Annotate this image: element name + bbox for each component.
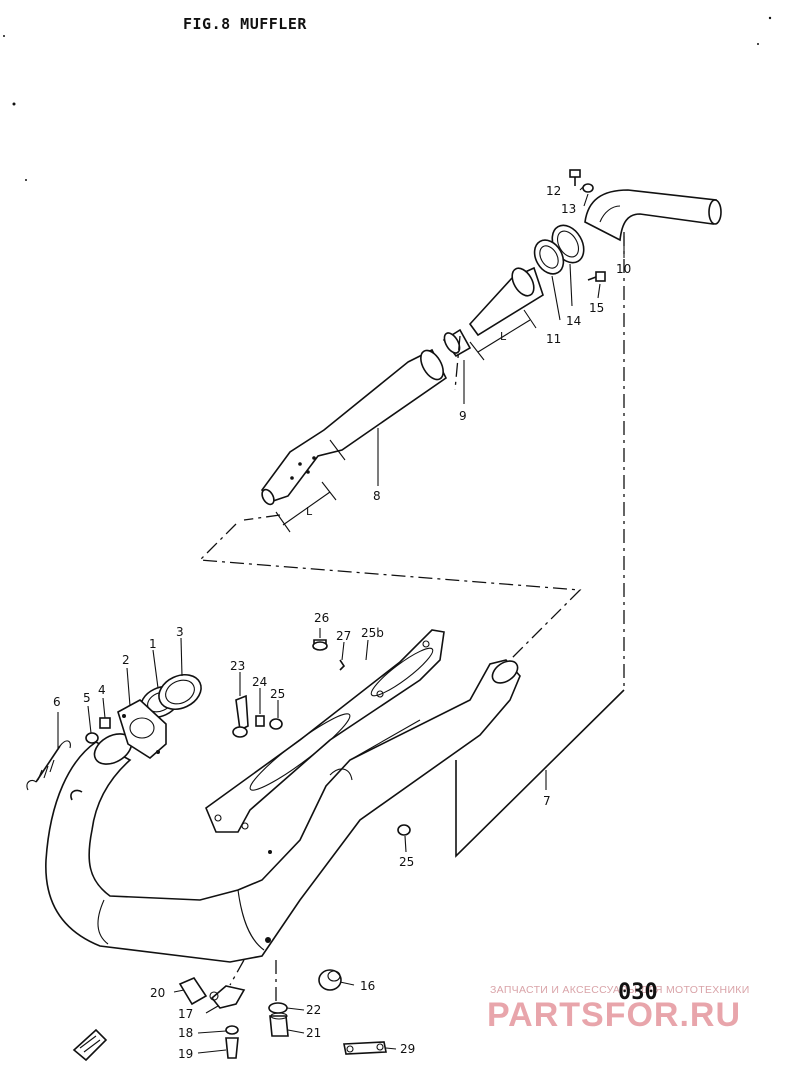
nut-24[interactable]: [255, 715, 265, 727]
cap-16[interactable]: [318, 969, 342, 991]
part-label-25-upper[interactable]: 25: [270, 687, 285, 701]
part-label-18[interactable]: 18: [178, 1026, 193, 1040]
part-label-9[interactable]: 9: [459, 409, 467, 423]
part-label-12[interactable]: 12: [546, 184, 561, 198]
part-label-7[interactable]: 7: [543, 794, 551, 808]
nut-4[interactable]: [99, 717, 111, 729]
baffle-cap-9[interactable]: [441, 328, 472, 358]
bracket-20-17[interactable]: [178, 977, 246, 1009]
washer-18[interactable]: [225, 1025, 239, 1035]
part-label-5[interactable]: 5: [83, 691, 91, 705]
link-29[interactable]: [343, 1041, 387, 1055]
watermark-brand-logo: PARTSFOR.RU: [487, 996, 742, 1034]
tail-pipe-10[interactable]: [584, 189, 722, 242]
part-label-17[interactable]: 17: [178, 1007, 193, 1021]
part-label-28[interactable]: 27: [336, 629, 351, 643]
bolt-15[interactable]: [587, 271, 606, 282]
part-label-22[interactable]: 22: [306, 1003, 321, 1017]
page-number: 030: [618, 980, 658, 1005]
heat-shield-26[interactable]: [205, 629, 445, 833]
part-label-29[interactable]: 29: [400, 1042, 415, 1056]
gasket-11[interactable]: [529, 235, 570, 279]
dimension-label-L-1: L: [306, 505, 313, 518]
part-label-27[interactable]: 26: [314, 611, 329, 625]
gasket-3[interactable]: [153, 668, 206, 716]
part-label-25-lower[interactable]: 25: [399, 855, 414, 869]
part-label-24[interactable]: 24: [252, 675, 267, 689]
part-label-26[interactable]: 25b: [361, 626, 384, 640]
part-label-8[interactable]: 8: [373, 489, 381, 503]
part-label-15[interactable]: 15: [589, 301, 604, 315]
grommet-22[interactable]: [268, 1002, 288, 1014]
leader-lines: [57, 184, 625, 1054]
part-label-19[interactable]: 19: [178, 1047, 193, 1061]
washer-25-lower[interactable]: [397, 824, 411, 836]
part-callouts: 12 13 10 15 14 11 9 8 L L 3 1 2 4 5 6 7 …: [53, 184, 631, 1061]
dimension-L-pipe-10: [469, 309, 537, 361]
dimension-label-L-2: L: [500, 330, 507, 343]
scan-specks: [3, 16, 772, 181]
washer-13[interactable]: [582, 183, 594, 193]
part-label-23[interactable]: 23: [230, 659, 245, 673]
bolt-27[interactable]: [312, 639, 328, 651]
washer-25-upper[interactable]: [269, 718, 283, 730]
part-label-14[interactable]: 14: [566, 314, 581, 328]
part-label-1[interactable]: 1: [149, 637, 157, 651]
part-label-21[interactable]: 21: [306, 1026, 321, 1040]
bolt-5[interactable]: [85, 732, 99, 744]
figure-title: FIG.8 MUFFLER: [183, 15, 307, 33]
inner-pipe-10-section[interactable]: [468, 265, 544, 337]
bolt-23[interactable]: [232, 694, 249, 738]
part-label-10[interactable]: 10: [616, 262, 631, 276]
part-label-3[interactable]: 3: [176, 625, 184, 639]
bracket-lines-part-7: [455, 689, 625, 858]
part-label-4[interactable]: 4: [98, 683, 106, 697]
part-label-20[interactable]: 20: [150, 986, 165, 1000]
flange-2[interactable]: [117, 699, 167, 759]
collar-21[interactable]: [269, 1012, 289, 1037]
spring-6[interactable]: [26, 740, 71, 791]
watermark-tagline: ЗАПЧАСТИ И АКСЕССУАРЫ ДЛЯ МОТОТЕХНИКИ: [490, 984, 750, 996]
part-label-6[interactable]: 6: [53, 695, 61, 709]
bolt-12[interactable]: [569, 169, 581, 186]
bolt-19[interactable]: [225, 1037, 239, 1059]
part-label-2[interactable]: 2: [122, 653, 130, 667]
clip-6-hook[interactable]: [70, 789, 83, 801]
part-label-13[interactable]: 13: [561, 202, 576, 216]
assembly-chain-lines: [198, 232, 625, 1010]
corner-stamp-icon: [72, 1028, 108, 1062]
part-label-16[interactable]: 16: [360, 979, 375, 993]
muffler-tube-8[interactable]: [260, 347, 448, 507]
part-label-11[interactable]: 11: [546, 332, 561, 346]
clip-28[interactable]: [339, 659, 346, 671]
exhaust-pipe-7[interactable]: [45, 657, 522, 963]
